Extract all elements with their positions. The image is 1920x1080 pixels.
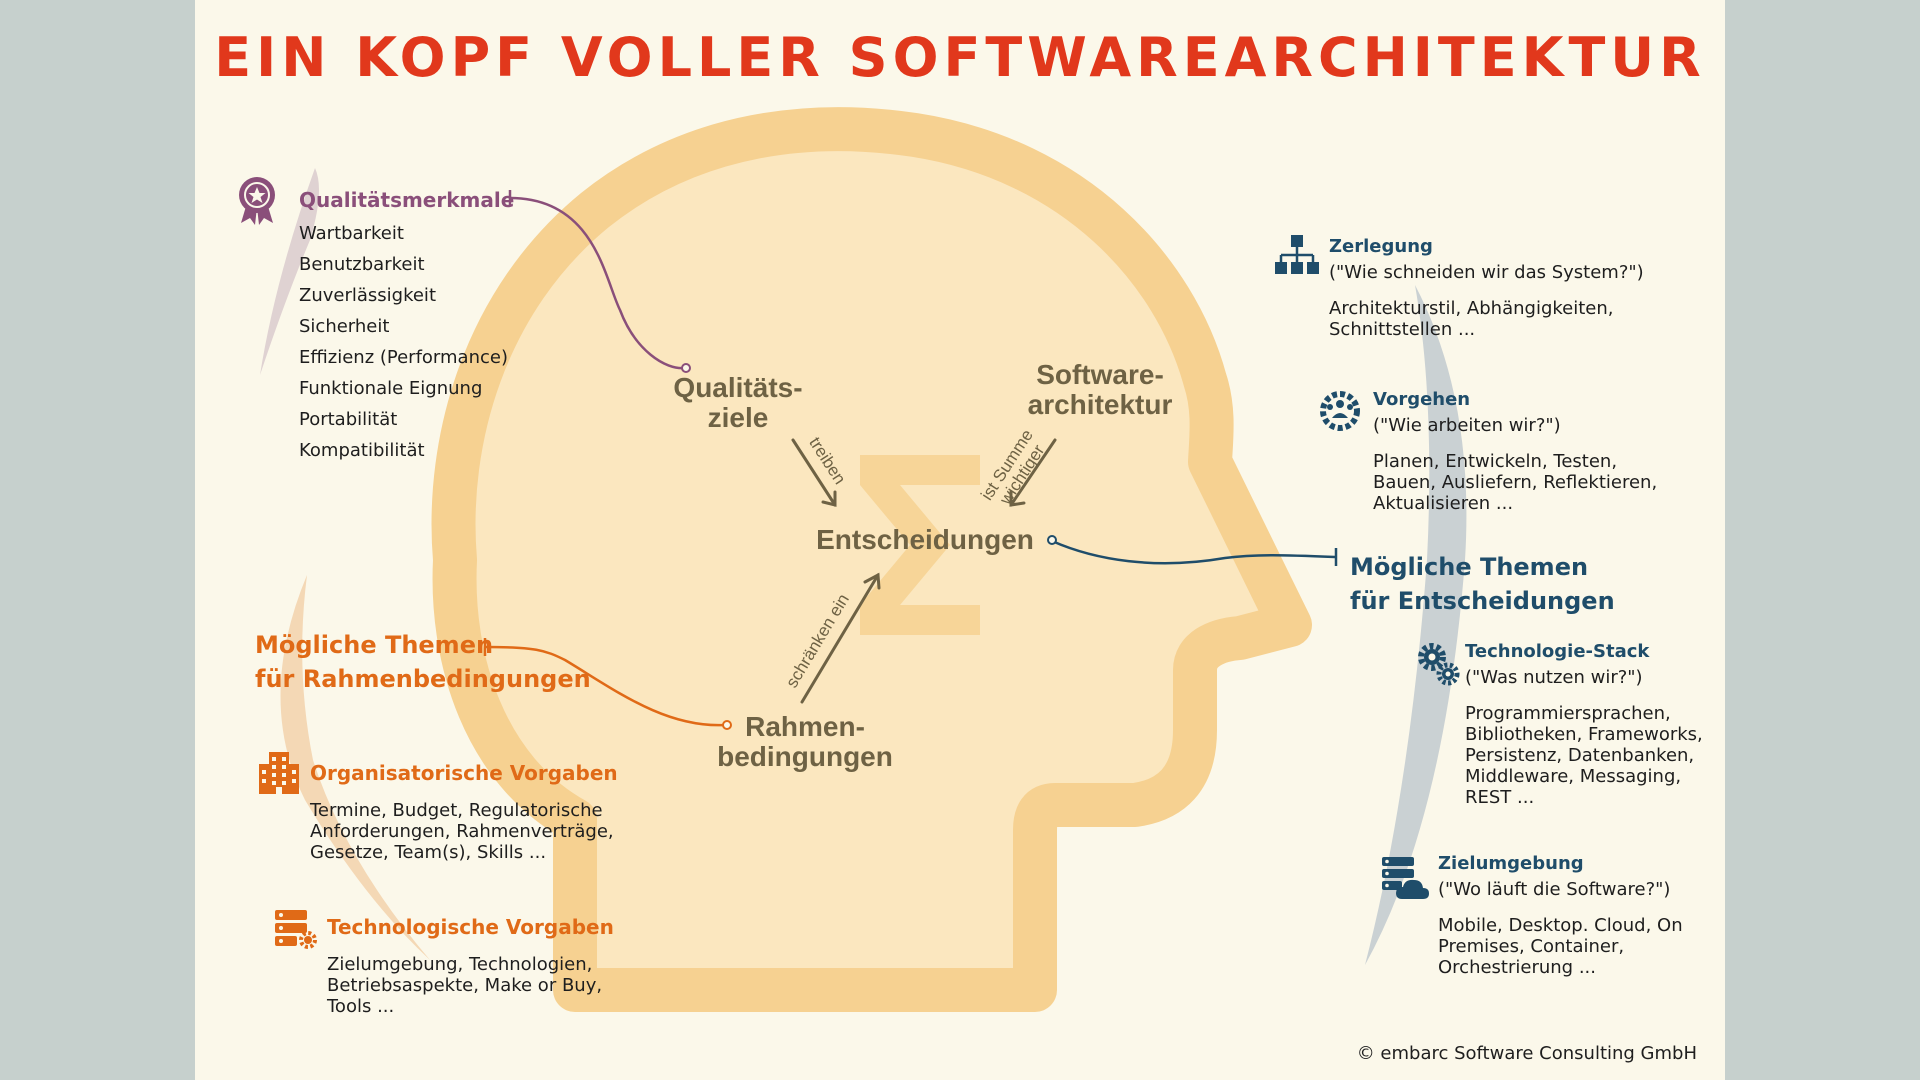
body-line: Termine, Budget, Regulatorische bbox=[310, 800, 603, 821]
qualitaetsziele-line2: ziele bbox=[707, 402, 769, 433]
softwarearchitektur-line1: Software- bbox=[1036, 359, 1164, 390]
body-line: Tools ... bbox=[327, 996, 395, 1017]
zielumgebung-title: Zielumgebung bbox=[1438, 853, 1584, 874]
qualitaetsziele-line1: Qualitäts- bbox=[673, 372, 803, 403]
rahmen-themen-heading-line1: Mögliche Themen bbox=[255, 631, 494, 659]
entscheidungs-themen-heading-line1: Mögliche Themen bbox=[1350, 553, 1589, 581]
poster-title: EIN KOPF VOLLER SOFTWAREARCHITEKTUR bbox=[214, 26, 1706, 89]
technologische-vorgaben-body: Zielumgebung, Technologien, Betriebsaspe… bbox=[327, 954, 602, 1017]
list-item: Portabilität bbox=[299, 409, 398, 430]
copyright: © embarc Software Consulting GmbH bbox=[1356, 1043, 1697, 1064]
body-line: REST ... bbox=[1465, 787, 1535, 808]
technologie-stack-title: Technologie-Stack bbox=[1465, 641, 1650, 662]
server-gear-icon bbox=[275, 910, 317, 949]
rahmenbedingungen-line2: bedingungen bbox=[717, 741, 893, 772]
body-line: Persistenz, Datenbanken, bbox=[1465, 745, 1695, 766]
team-gear-icon bbox=[1320, 391, 1360, 431]
vorgehen-title: Vorgehen bbox=[1373, 389, 1471, 410]
zerlegung-body: Architekturstil, Abhängigkeiten, Schnitt… bbox=[1329, 298, 1613, 340]
body-line: Betriebsaspekte, Make or Buy, bbox=[327, 975, 603, 996]
purple-swoosh bbox=[260, 168, 319, 375]
body-line: Bibliotheken, Frameworks, bbox=[1465, 724, 1703, 745]
qualitaetsziele-label: Qualitäts- ziele bbox=[663, 373, 813, 433]
orange-swoosh bbox=[280, 575, 430, 960]
body-line: Zielumgebung, Technologien, bbox=[327, 954, 593, 975]
body-line: Premises, Container, bbox=[1438, 936, 1625, 957]
technologie-stack-question: ("Was nutzen wir?") bbox=[1465, 667, 1643, 688]
body-line: Planen, Entwickeln, Testen, bbox=[1373, 451, 1618, 472]
list-item: Zuverlässigkeit bbox=[299, 285, 436, 306]
technologische-vorgaben-title: Technologische Vorgaben bbox=[327, 915, 614, 939]
body-line: Mobile, Desktop. Cloud, On bbox=[1438, 915, 1683, 936]
rahmen-themen-heading-line2: für Rahmenbedingungen bbox=[255, 665, 591, 693]
qualitaetsmerkmale-list: Wartbarkeit Benutzbarkeit Zuverlässigkei… bbox=[299, 218, 508, 466]
body-line: Architekturstil, Abhängigkeiten, bbox=[1329, 298, 1614, 319]
entscheidungs-themen-heading: Mögliche Themen für Entscheidungen bbox=[1350, 550, 1615, 618]
list-item: Benutzbarkeit bbox=[299, 254, 425, 275]
list-item: Wartbarkeit bbox=[299, 223, 404, 244]
list-item: Sicherheit bbox=[299, 316, 390, 337]
body-line: Orchestrierung ... bbox=[1438, 957, 1596, 978]
organisatorische-vorgaben-title: Organisatorische Vorgaben bbox=[310, 761, 618, 785]
body-line: Bauen, Ausliefern, Reflektieren, bbox=[1373, 472, 1658, 493]
softwarearchitektur-line2: architektur bbox=[1027, 389, 1173, 420]
hierarchy-icon bbox=[1275, 235, 1319, 274]
vorgehen-body: Planen, Entwickeln, Testen, Bauen, Ausli… bbox=[1373, 451, 1657, 514]
softwarearchitektur-label: Software- architektur bbox=[1015, 360, 1185, 420]
poster: EIN KOPF VOLLER SOFTWAREARCHITEKTUR Qual… bbox=[195, 0, 1725, 1080]
zielumgebung-question: ("Wo läuft die Software?") bbox=[1438, 879, 1671, 900]
list-item: Funktionale Eignung bbox=[299, 378, 483, 399]
body-line: Aktualisieren ... bbox=[1373, 493, 1514, 514]
rahmenbedingungen-line1: Rahmen- bbox=[745, 711, 865, 742]
zerlegung-question: ("Wie schneiden wir das System?") bbox=[1329, 262, 1644, 283]
body-line: Gesetze, Team(s), Skills ... bbox=[310, 842, 547, 863]
award-ribbon-icon bbox=[239, 177, 275, 225]
diagram-graphics bbox=[260, 107, 1467, 1012]
zerlegung-title: Zerlegung bbox=[1329, 236, 1433, 257]
sigma-shape bbox=[860, 455, 980, 635]
entscheidungen-label: Entscheidungen bbox=[816, 524, 1034, 555]
technologie-stack-body: Programmiersprachen, Bibliotheken, Frame… bbox=[1465, 703, 1703, 808]
body-line: Programmiersprachen, bbox=[1465, 703, 1671, 724]
head-silhouette bbox=[431, 107, 1312, 1012]
list-item: Kompatibilität bbox=[299, 440, 425, 461]
building-icon bbox=[259, 752, 299, 794]
vorgehen-question: ("Wie arbeiten wir?") bbox=[1373, 415, 1561, 436]
rahmen-themen-heading: Mögliche Themen für Rahmenbedingungen bbox=[255, 628, 591, 696]
organisatorische-vorgaben-body: Termine, Budget, Regulatorische Anforder… bbox=[310, 800, 614, 863]
server-cloud-icon bbox=[1382, 857, 1429, 899]
list-item: Effizienz (Performance) bbox=[299, 347, 508, 368]
rahmenbedingungen-label: Rahmen- bedingungen bbox=[715, 712, 895, 772]
blue-swoosh bbox=[1365, 285, 1467, 965]
body-line: Anforderungen, Rahmenverträge, bbox=[310, 821, 614, 842]
purple-connector bbox=[509, 196, 686, 370]
arrows bbox=[791, 438, 1057, 704]
zielumgebung-body: Mobile, Desktop. Cloud, On Premises, Con… bbox=[1438, 915, 1683, 978]
orange-connector bbox=[484, 645, 726, 727]
blue-connector bbox=[1051, 539, 1336, 565]
body-line: Middleware, Messaging, bbox=[1465, 766, 1682, 787]
body-line: Schnittstellen ... bbox=[1329, 319, 1476, 340]
entscheidungs-themen-heading-line2: für Entscheidungen bbox=[1350, 587, 1615, 615]
gears-icon bbox=[1418, 643, 1460, 686]
qualitaetsmerkmale-title: Qualitätsmerkmale bbox=[299, 188, 515, 212]
